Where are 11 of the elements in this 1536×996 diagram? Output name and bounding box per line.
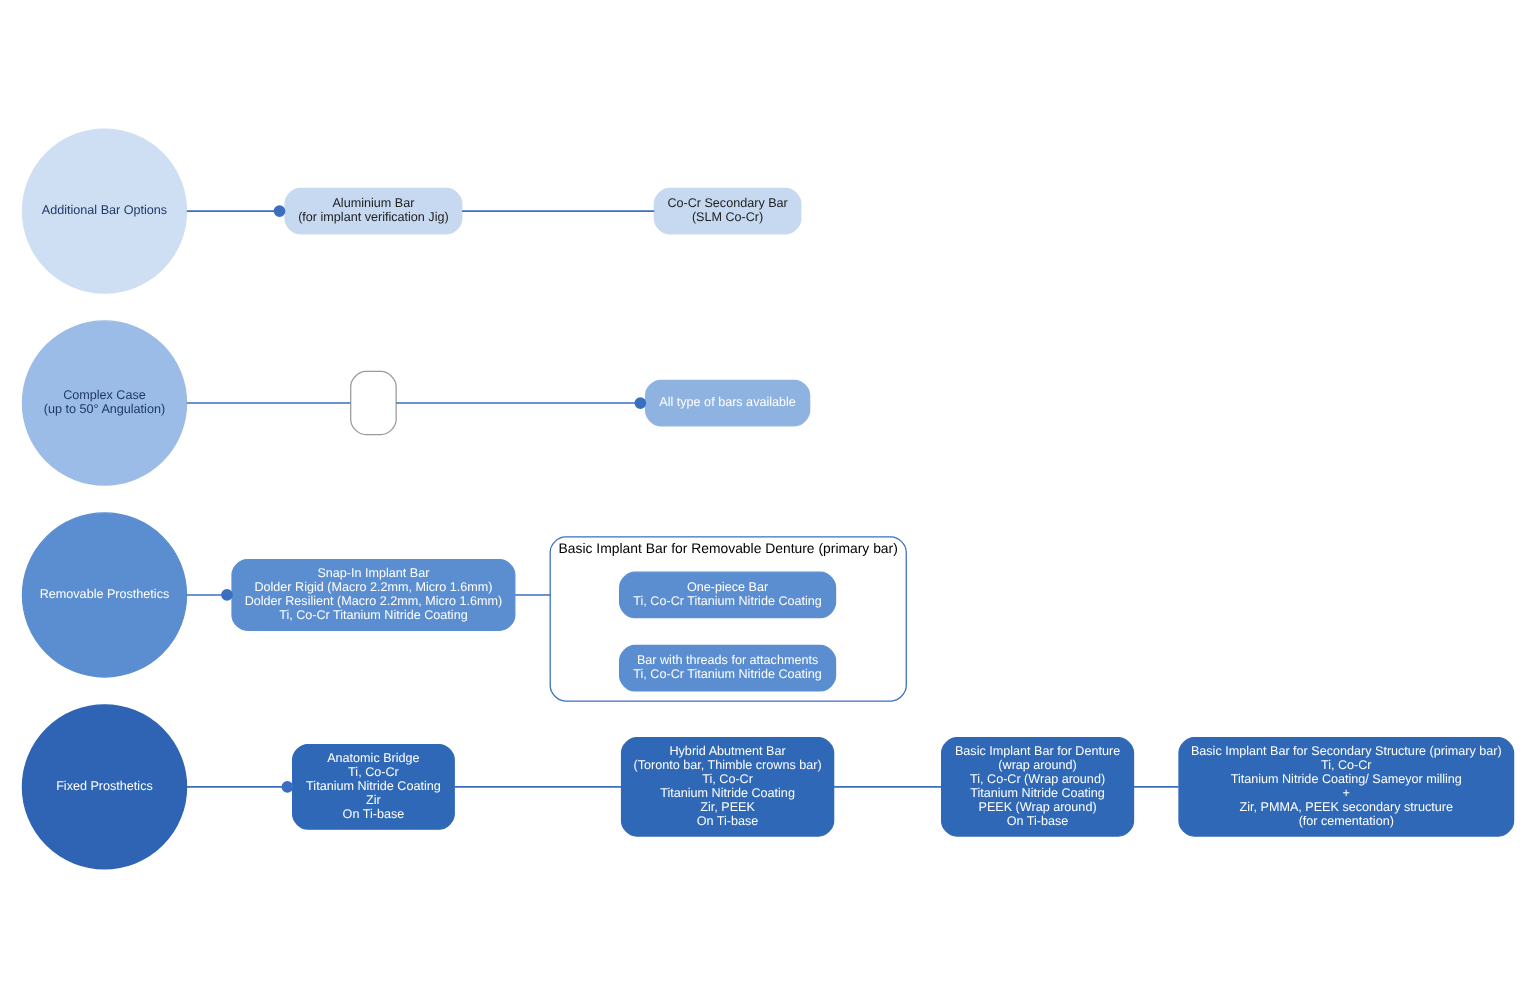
connector xyxy=(514,593,552,595)
node-picture xyxy=(350,369,397,435)
connector xyxy=(461,209,656,211)
connector xyxy=(395,396,647,408)
connector xyxy=(833,785,942,787)
connector xyxy=(185,401,352,403)
connector xyxy=(185,204,286,216)
connector xyxy=(185,780,294,792)
connector xyxy=(453,785,623,787)
connector xyxy=(185,588,233,600)
connector xyxy=(1132,785,1180,787)
